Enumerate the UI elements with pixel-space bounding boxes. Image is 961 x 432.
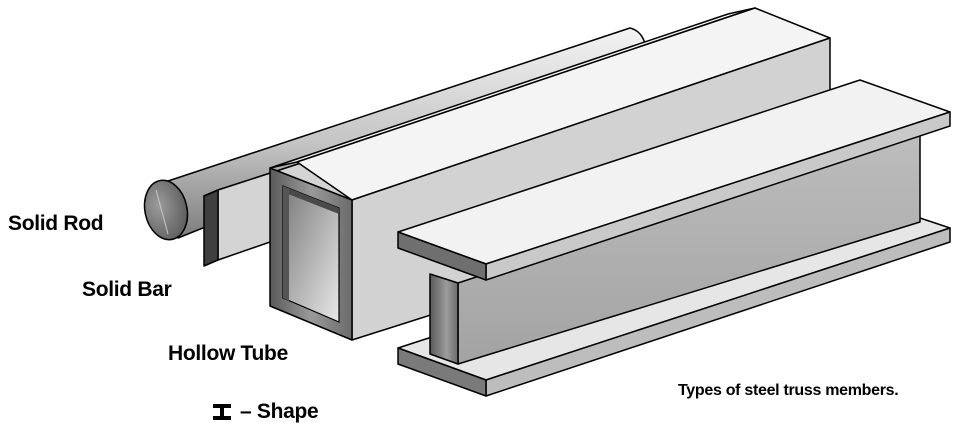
label-hollow-tube: Hollow Tube [168, 342, 288, 365]
label-i-shape-text: – Shape [240, 400, 319, 423]
label-i-shape: – Shape [212, 400, 319, 424]
i-beam-member [397, 79, 951, 397]
figure-caption: Types of steel truss members. [678, 382, 899, 399]
label-solid-rod: Solid Rod [8, 212, 104, 235]
label-solid-bar: Solid Bar [82, 278, 172, 301]
i-beam-icon [213, 404, 231, 420]
